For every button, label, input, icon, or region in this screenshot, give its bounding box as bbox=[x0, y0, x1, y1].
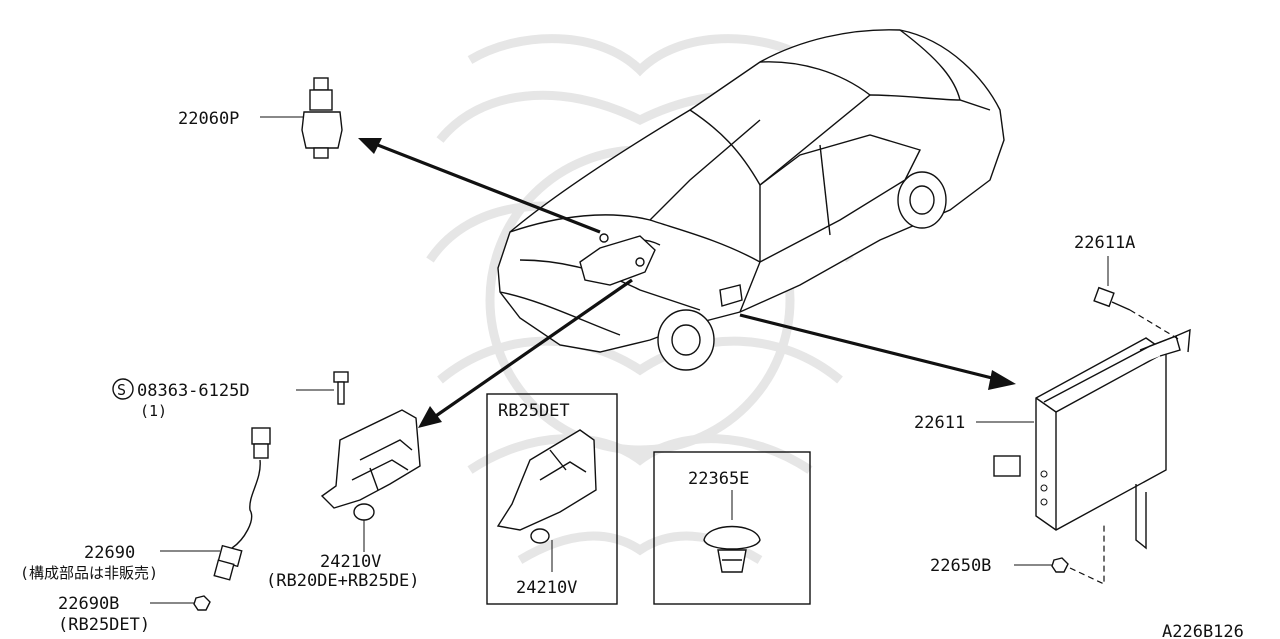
label-22365e: 22365E bbox=[688, 469, 749, 489]
label-22060p: 22060P bbox=[178, 109, 239, 129]
label-24210v-note: (RB20DE+RB25DE) bbox=[266, 571, 420, 591]
bolt-22611a-drawing bbox=[1093, 286, 1131, 311]
label-22690-note: (構成部品は非販売) bbox=[20, 564, 158, 582]
sensor-22060p-drawing bbox=[260, 77, 343, 159]
bracket-24210v-drawing bbox=[320, 409, 421, 552]
label-22690b-note: (RB25DET) bbox=[58, 615, 150, 635]
label-22611a: 22611A bbox=[1074, 233, 1135, 253]
label-screw-qty: (1) bbox=[140, 402, 167, 420]
wire-sensor-drawing bbox=[160, 427, 271, 581]
clip-22365e-drawing bbox=[703, 525, 761, 573]
dashed-bolt-guide bbox=[1129, 309, 1181, 341]
label-24210v: 24210V bbox=[320, 552, 381, 572]
screw-drawing bbox=[333, 371, 349, 405]
nut-22650b-drawing bbox=[1051, 557, 1069, 573]
label-22690: 22690 bbox=[84, 543, 135, 563]
inset-box-22365e bbox=[653, 451, 811, 605]
s-marker bbox=[112, 378, 134, 400]
drawing-code: A226B126 bbox=[1162, 622, 1244, 639]
label-22611: 22611 bbox=[914, 413, 965, 433]
dashed-nut-guide bbox=[1069, 524, 1105, 585]
pointer-arrows bbox=[358, 138, 1016, 428]
nut-22690b-drawing bbox=[193, 595, 211, 611]
label-22650b: 22650B bbox=[930, 556, 991, 576]
inset-title: RB25DET bbox=[498, 401, 570, 421]
inset-label-24210v: 24210V bbox=[516, 578, 577, 598]
s-marker-letter: S bbox=[117, 381, 126, 399]
label-screw-code: 08363-6125D bbox=[137, 381, 250, 401]
ecu-22611-drawing bbox=[976, 328, 1191, 550]
inset-box-rb25det bbox=[486, 393, 618, 605]
label-22690b: 22690B bbox=[58, 594, 119, 614]
car-illustration bbox=[497, 29, 1005, 371]
inset-bracket-drawing bbox=[496, 429, 597, 572]
